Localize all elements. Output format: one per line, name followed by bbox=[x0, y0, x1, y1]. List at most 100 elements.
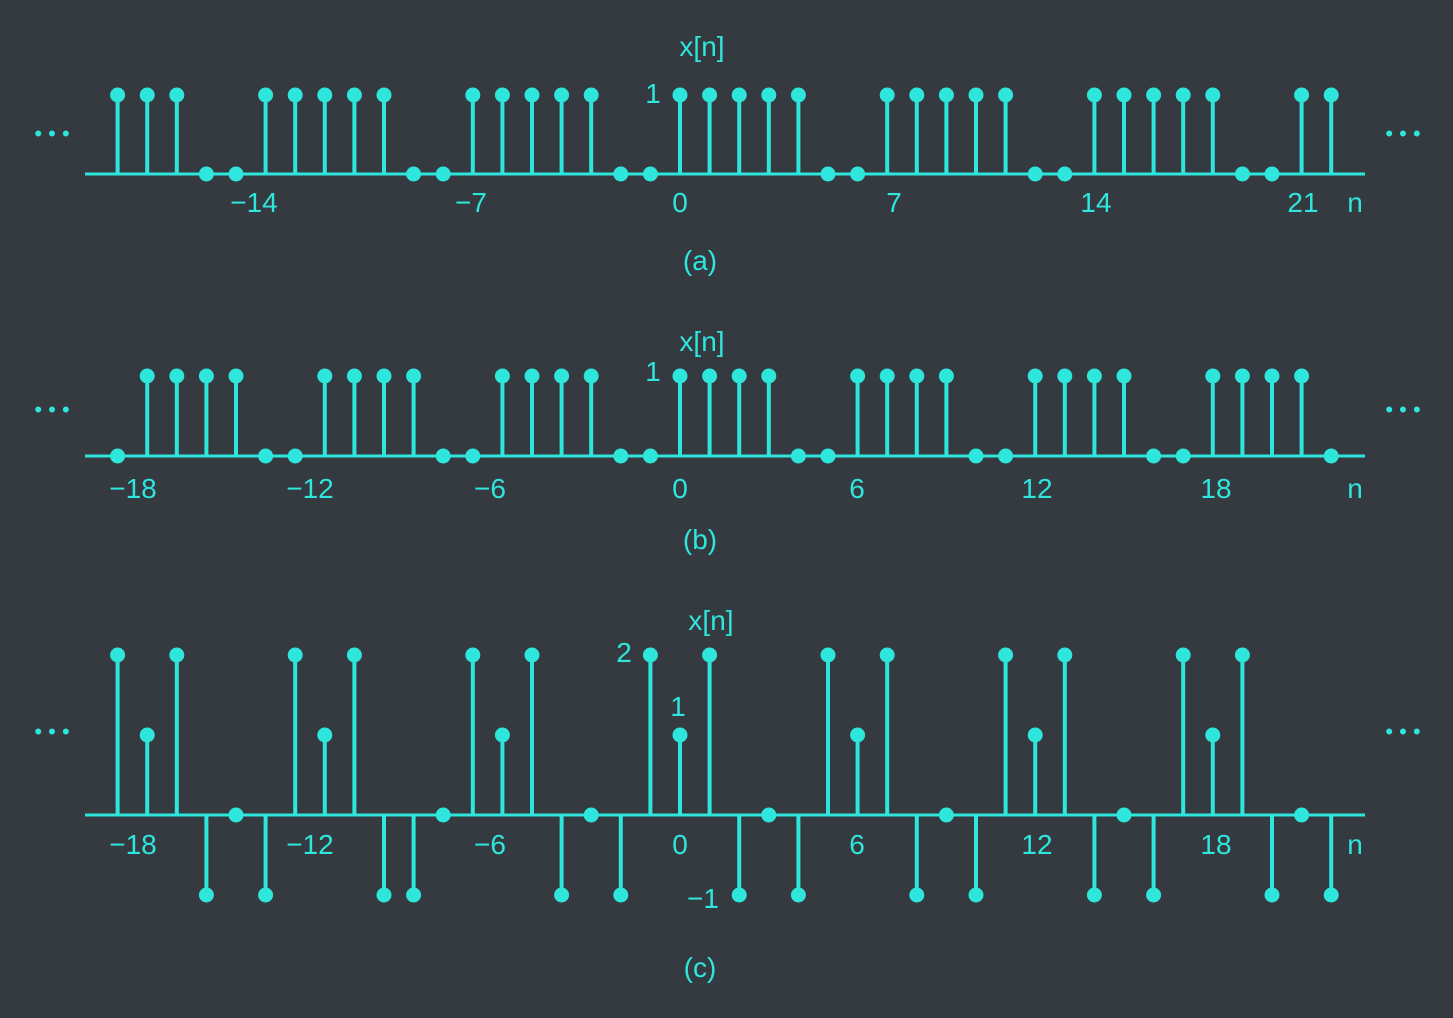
panel-b-stem-marker bbox=[672, 368, 688, 384]
panel-a-stem-marker bbox=[968, 87, 984, 103]
panel-a-stem-marker bbox=[642, 166, 658, 182]
panel-c-ytick-1: 1 bbox=[670, 691, 686, 722]
panel-a-stem-marker bbox=[494, 87, 510, 103]
panel-c-ytick-n1: −1 bbox=[687, 883, 719, 914]
panel-c-stem-marker bbox=[1086, 887, 1102, 903]
panel-a-stem-marker bbox=[820, 166, 836, 182]
panel-c-stem-marker bbox=[317, 727, 333, 743]
panel-a-ellipsis-right: • • • bbox=[1385, 121, 1420, 146]
panel-b-xtick-n6: −6 bbox=[474, 473, 506, 504]
panel-c-xtick-18: 18 bbox=[1200, 829, 1231, 860]
panel-c-ytick-2: 2 bbox=[616, 637, 632, 668]
panel-c-stem-marker bbox=[1205, 727, 1221, 743]
panel-a-xtick-7: 7 bbox=[886, 187, 902, 218]
panel-c-ellipsis-right: • • • bbox=[1385, 719, 1420, 744]
panel-b-stem-marker bbox=[1264, 368, 1280, 384]
panel-b-stems bbox=[85, 368, 1365, 464]
panel-b-ytick-1: 1 bbox=[645, 356, 661, 387]
panel-b-xtick-12: 12 bbox=[1021, 473, 1052, 504]
panel-a-stem-marker bbox=[1323, 87, 1339, 103]
panel-a-xtick-n7: −7 bbox=[455, 187, 487, 218]
panel-b-stem-marker bbox=[1205, 368, 1221, 384]
panel-b-stem-marker bbox=[761, 368, 777, 384]
panel-c-stem-marker bbox=[198, 887, 214, 903]
panel-c-stem-marker bbox=[1323, 887, 1339, 903]
panel-b-ellipsis-right: • • • bbox=[1385, 397, 1420, 422]
panel-c-stem-marker bbox=[731, 887, 747, 903]
panel-a-stem-marker bbox=[702, 87, 718, 103]
panel-b-xlabel: n bbox=[1347, 473, 1363, 504]
panel-b-stem-marker bbox=[494, 368, 510, 384]
panel-c-stem-marker bbox=[1116, 807, 1132, 823]
panel-c: x[n] 2 1 −1 −18 −12 −6 0 6 12 18 n • • •… bbox=[34, 605, 1420, 983]
panel-a-xtick-0: 0 bbox=[672, 187, 688, 218]
panel-b-stem-marker bbox=[258, 448, 274, 464]
panel-b-stem-marker bbox=[1294, 368, 1310, 384]
panel-c-stem-marker bbox=[554, 887, 570, 903]
panel-b-stem-marker bbox=[879, 368, 895, 384]
panel-b-stem-marker bbox=[850, 368, 866, 384]
panel-a-stem-marker bbox=[672, 87, 688, 103]
panel-a-stem-marker bbox=[228, 166, 244, 182]
panel-b-stem-marker bbox=[169, 368, 185, 384]
panel-a-stem-marker bbox=[731, 87, 747, 103]
panel-b-stem-marker bbox=[1146, 448, 1162, 464]
panel-c-stem-marker bbox=[1264, 887, 1280, 903]
panel-b-stem-marker bbox=[731, 368, 747, 384]
panel-b-stem-marker bbox=[938, 368, 954, 384]
panel-a-xtick-21: 21 bbox=[1287, 187, 1318, 218]
panel-c-stem-marker bbox=[583, 807, 599, 823]
panel-a-stem-marker bbox=[465, 87, 481, 103]
panel-b-stem-marker bbox=[1234, 368, 1250, 384]
panel-b-stem-marker bbox=[613, 448, 629, 464]
panel-c-stem-marker bbox=[494, 727, 510, 743]
panel-c-stem-marker bbox=[850, 727, 866, 743]
panel-a-stem-marker bbox=[406, 166, 422, 182]
panel-a-stem-marker bbox=[1294, 87, 1310, 103]
panel-b-stem-marker bbox=[346, 368, 362, 384]
panel-c-stem-marker bbox=[110, 647, 126, 663]
panel-c-stem-marker bbox=[258, 887, 274, 903]
panel-b-stem-marker bbox=[435, 448, 451, 464]
panel-a-stem-marker bbox=[850, 166, 866, 182]
panel-b-stem-marker bbox=[998, 448, 1014, 464]
panel-c-ylabel: x[n] bbox=[688, 605, 733, 636]
panel-a-stem-marker bbox=[139, 87, 155, 103]
panel-b-stem-marker bbox=[317, 368, 333, 384]
panel-b-xtick-6: 6 bbox=[849, 473, 865, 504]
panel-a-stem-marker bbox=[761, 87, 777, 103]
panel-c-xtick-6: 6 bbox=[849, 829, 865, 860]
panel-a-stem-marker bbox=[583, 87, 599, 103]
panel-a-stem-marker bbox=[879, 87, 895, 103]
panel-b-stem-marker bbox=[790, 448, 806, 464]
panel-b-xtick-n12: −12 bbox=[286, 473, 334, 504]
panel-a-stem-marker bbox=[1234, 166, 1250, 182]
panel-c-stem-marker bbox=[1146, 887, 1162, 903]
panel-c-ellipsis-left: • • • bbox=[34, 719, 69, 744]
panel-b-stem-marker bbox=[110, 448, 126, 464]
panel-b-stem-marker bbox=[1057, 368, 1073, 384]
panel-b-xtick-0: 0 bbox=[672, 473, 688, 504]
panel-a-stem-marker bbox=[790, 87, 806, 103]
panel-c-xlabel: n bbox=[1347, 829, 1363, 860]
panel-c-stem-marker bbox=[228, 807, 244, 823]
panel-a-ylabel: x[n] bbox=[679, 31, 724, 62]
panel-b-stem-marker bbox=[1323, 448, 1339, 464]
panel-a-stem-marker bbox=[1057, 166, 1073, 182]
panel-b-stem-marker bbox=[376, 368, 392, 384]
panel-a-stem-marker bbox=[1264, 166, 1280, 182]
panel-a-stem-marker bbox=[110, 87, 126, 103]
panel-c-stem-marker bbox=[1175, 647, 1191, 663]
panel-c-stem-marker bbox=[761, 807, 777, 823]
panel-b-stem-marker bbox=[287, 448, 303, 464]
panel-b-ylabel: x[n] bbox=[679, 326, 724, 357]
panel-b-stem-marker bbox=[1027, 368, 1043, 384]
panel-c-stem-marker bbox=[346, 647, 362, 663]
panel-a-stem-marker bbox=[998, 87, 1014, 103]
panel-b-stem-marker bbox=[228, 368, 244, 384]
panel-c-stem-marker bbox=[998, 647, 1014, 663]
panel-c-stem-marker bbox=[968, 887, 984, 903]
panel-a-stem-marker bbox=[317, 87, 333, 103]
panel-a-xlabel: n bbox=[1347, 187, 1363, 218]
panel-c-stem-marker bbox=[1234, 647, 1250, 663]
